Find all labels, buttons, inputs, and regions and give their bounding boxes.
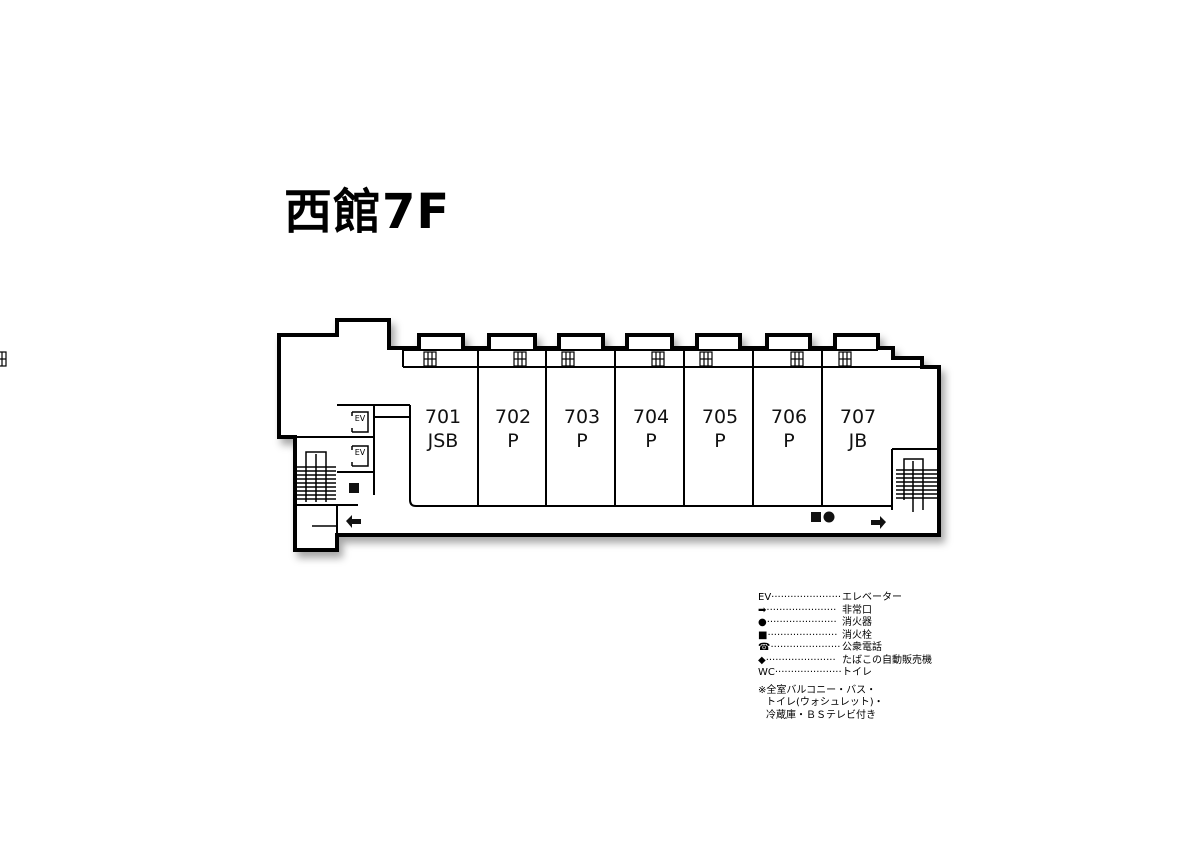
hydrant-icon [349, 483, 359, 493]
svg-text:EV: EV [355, 414, 366, 423]
svg-text:704: 704 [633, 406, 669, 428]
svg-text:JB: JB [848, 430, 868, 452]
svg-text:P: P [507, 430, 518, 452]
hydrant-icon [811, 512, 821, 522]
right-stair [891, 448, 938, 510]
legend: EV······················エレベーター ➡········… [758, 592, 932, 722]
svg-text:P: P [783, 430, 794, 452]
svg-text:705: 705 [702, 406, 738, 428]
legend-item: ■······················消火栓 [758, 629, 872, 641]
square-icon: ■ [758, 629, 768, 641]
svg-text:702: 702 [495, 406, 531, 428]
elevator-1: EV [351, 411, 369, 433]
svg-text:P: P [714, 430, 725, 452]
legend-item: EV······················エレベーター [758, 592, 902, 603]
svg-text:P: P [645, 430, 656, 452]
legend-item: ◆······················たばこの自動販売機 [758, 654, 932, 666]
ev-block [295, 404, 410, 535]
svg-text:701: 701 [425, 406, 461, 428]
exit-arrow-right-icon [871, 516, 886, 529]
corridor-wall [409, 405, 892, 507]
room-dividers [477, 350, 823, 506]
legend-item: ☎······················公衆電話 [758, 642, 882, 653]
phone-icon: ☎ [758, 642, 771, 653]
legend-item: ●······················消火器 [758, 617, 872, 628]
svg-text:706: 706 [771, 406, 807, 428]
elevator-2: EV [351, 445, 369, 467]
window-marks [0, 351, 852, 367]
svg-text:P: P [576, 430, 587, 452]
legend-item: WC······················トイレ [758, 667, 872, 678]
svg-text:703: 703 [564, 406, 600, 428]
svg-text:707: 707 [840, 406, 876, 428]
circle-icon: ● [758, 617, 767, 628]
extinguisher-icon [823, 511, 835, 523]
left-stair [297, 451, 337, 527]
svg-text:JSB: JSB [427, 430, 459, 452]
arrow-right-icon: ➡ [758, 604, 767, 616]
right-stair-steps [896, 458, 937, 512]
floor-title: 西館7F [284, 184, 451, 240]
amenities-note: ※全室バルコニー・バス・ トイレ(ウォシュレット)・ 冷蔵庫・ＢＳテレビ付き [758, 684, 884, 721]
svg-text:EV: EV [355, 448, 366, 457]
diamond-icon: ◆ [758, 654, 766, 666]
building-outline [277, 318, 941, 552]
exit-arrow-left-icon [346, 515, 361, 528]
balcony-line [402, 349, 939, 368]
legend-item: ➡······················非常口 [758, 604, 872, 616]
